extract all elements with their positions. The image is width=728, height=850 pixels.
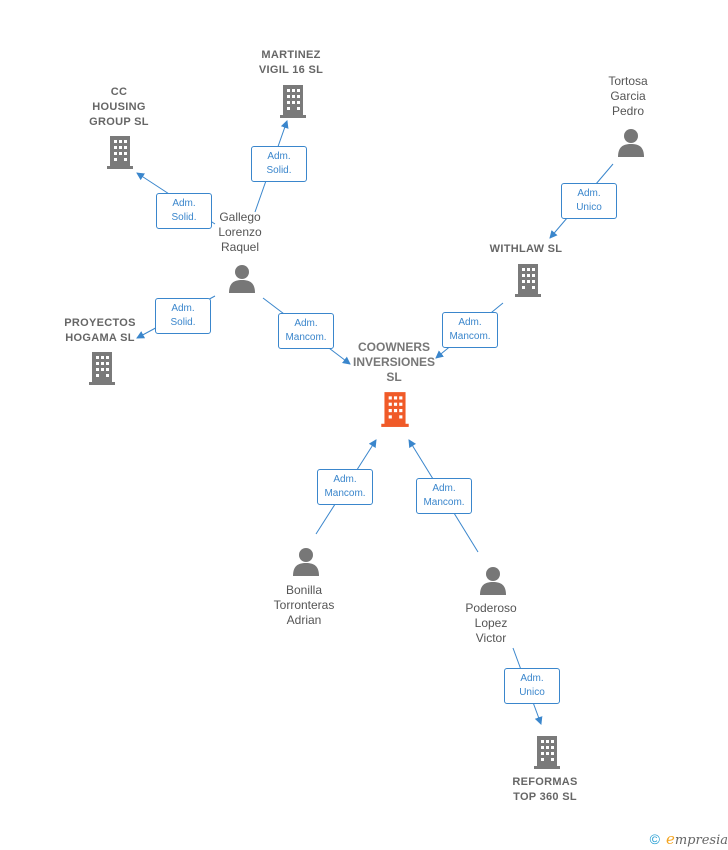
- node-label-withlaw: WITHLAW SL: [489, 243, 563, 255]
- relation-badge-gallego-cc[interactable]: Adm. Solid.: [156, 193, 212, 229]
- building-icon[interactable]: [531, 734, 563, 770]
- copyright-symbol: ©: [649, 831, 660, 847]
- main-building-icon[interactable]: [378, 390, 412, 428]
- node-label-cc-housing: CC HOUSING GROUP SL: [89, 86, 149, 128]
- person-icon[interactable]: [290, 547, 322, 577]
- person-icon[interactable]: [226, 264, 258, 294]
- person-icon[interactable]: [477, 566, 509, 596]
- footer-brand[interactable]: © empresia: [650, 830, 728, 848]
- node-label-main: COOWNERS INVERSIONES SL: [352, 340, 436, 384]
- node-label-bonilla: Bonilla Torronteras Adrian: [273, 583, 335, 627]
- node-label-tortosa: Tortosa Garcia Pedro: [608, 74, 648, 118]
- relation-badge-bonilla-main[interactable]: Adm. Mancom.: [317, 469, 373, 505]
- building-icon[interactable]: [86, 350, 118, 386]
- relation-badge-gallego-main[interactable]: Adm. Mancom.: [278, 313, 334, 349]
- person-icon[interactable]: [615, 128, 647, 158]
- relation-badge-withlaw-main[interactable]: Adm. Mancom.: [442, 312, 498, 348]
- relation-badge-gallego-martinez[interactable]: Adm. Solid.: [251, 146, 307, 182]
- relation-badge-tortosa-withlaw[interactable]: Adm. Unico: [561, 183, 617, 219]
- building-icon[interactable]: [104, 134, 136, 170]
- node-label-martinez: MARTINEZ VIGIL 16 SL: [258, 49, 324, 76]
- relation-badge-poderoso-main[interactable]: Adm. Mancom.: [416, 478, 472, 514]
- relation-badge-gallego-proyectos[interactable]: Adm. Solid.: [155, 298, 211, 334]
- node-label-gallego: Gallego Lorenzo Raquel: [218, 210, 262, 254]
- building-icon[interactable]: [277, 83, 309, 119]
- building-icon[interactable]: [512, 262, 544, 298]
- brand-logo-text: mpresia: [674, 833, 728, 848]
- node-label-proyectos: PROYECTOS HOGAMA SL: [64, 317, 136, 344]
- node-label-poderoso: Poderoso Lopez Victor: [465, 601, 517, 645]
- relation-badge-poderoso-reformas[interactable]: Adm. Unico: [504, 668, 560, 704]
- brand-logo-initial: e: [665, 830, 675, 848]
- node-label-reformas: REFORMAS TOP 360 SL: [512, 776, 578, 803]
